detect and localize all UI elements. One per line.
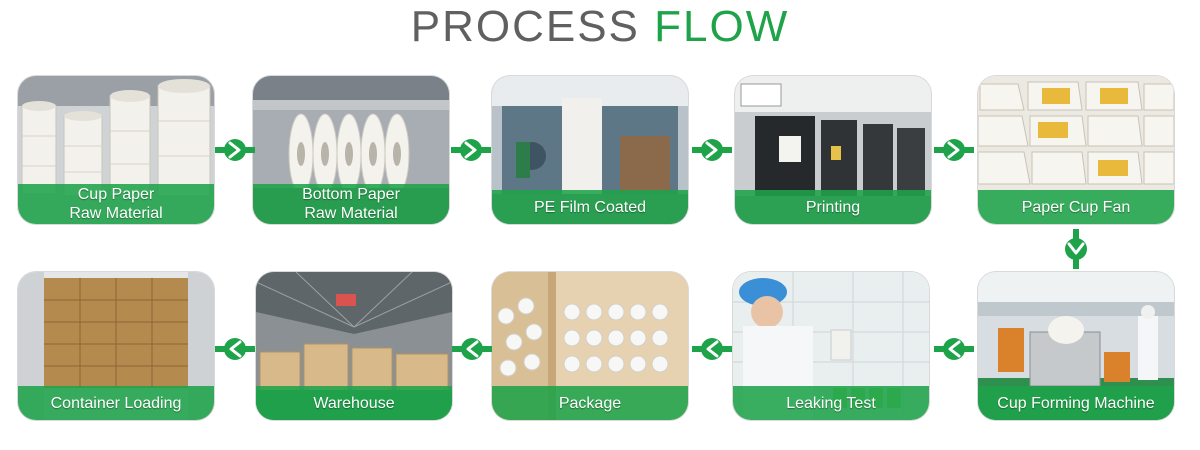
title-flow: FLOW <box>654 2 790 51</box>
cup-fan-stacks-photo <box>978 76 1174 224</box>
step-package: Package <box>492 272 688 420</box>
arrow-down-icon <box>1065 229 1087 269</box>
step-pe-film-coated: PE Film Coated <box>492 76 688 224</box>
step-container-loading: Container Loading <box>18 272 214 420</box>
step-paper-cup-fan: Paper Cup Fan <box>978 76 1174 224</box>
step-leaking-test: Leaking Test <box>733 272 929 420</box>
step-label: Printing <box>805 198 861 216</box>
step-label-band: Printing <box>735 190 931 224</box>
arrow-left-icon <box>215 338 255 360</box>
step-cup-paper-raw-material: Cup Paper Raw Material <box>18 76 214 224</box>
step-label-band: Bottom Paper Raw Material <box>253 184 449 224</box>
title-process: PROCESS <box>410 2 640 51</box>
step-bottom-paper-raw-material: Bottom Paper Raw Material <box>253 76 449 224</box>
arrow-right-icon <box>215 139 255 161</box>
step-label: Bottom Paper Raw Material <box>302 186 400 222</box>
arrow-right-icon <box>451 139 491 161</box>
step-label: Package <box>558 394 622 412</box>
step-label-band: Cup Paper Raw Material <box>18 184 214 224</box>
arrow-right-icon <box>934 139 974 161</box>
arrow-left-icon <box>934 338 974 360</box>
step-label-band: Cup Forming Machine <box>978 386 1174 420</box>
step-printing: Printing <box>735 76 931 224</box>
step-label: Paper Cup Fan <box>1021 198 1131 216</box>
step-label-band: Package <box>492 386 688 420</box>
arrow-right-icon <box>692 139 732 161</box>
arrow-left-icon <box>692 338 732 360</box>
step-label-band: Leaking Test <box>733 386 929 420</box>
page-title: PROCESS FLOW <box>0 2 1200 52</box>
arrow-left-icon <box>452 338 492 360</box>
step-cup-forming-machine: Cup Forming Machine <box>978 272 1174 420</box>
paper-rolls-photo <box>18 76 214 224</box>
step-warehouse: Warehouse <box>256 272 452 420</box>
step-label-band: Container Loading <box>18 386 214 420</box>
step-label: Warehouse <box>313 394 395 412</box>
step-label-band: Paper Cup Fan <box>978 190 1174 224</box>
step-label: Leaking Test <box>786 394 876 412</box>
step-label: PE Film Coated <box>533 198 647 216</box>
step-label-band: Warehouse <box>256 386 452 420</box>
step-label: Cup Paper Raw Material <box>69 186 163 222</box>
step-label: Cup Forming Machine <box>997 394 1155 412</box>
step-label: Container Loading <box>50 394 182 412</box>
step-label-band: PE Film Coated <box>492 190 688 224</box>
